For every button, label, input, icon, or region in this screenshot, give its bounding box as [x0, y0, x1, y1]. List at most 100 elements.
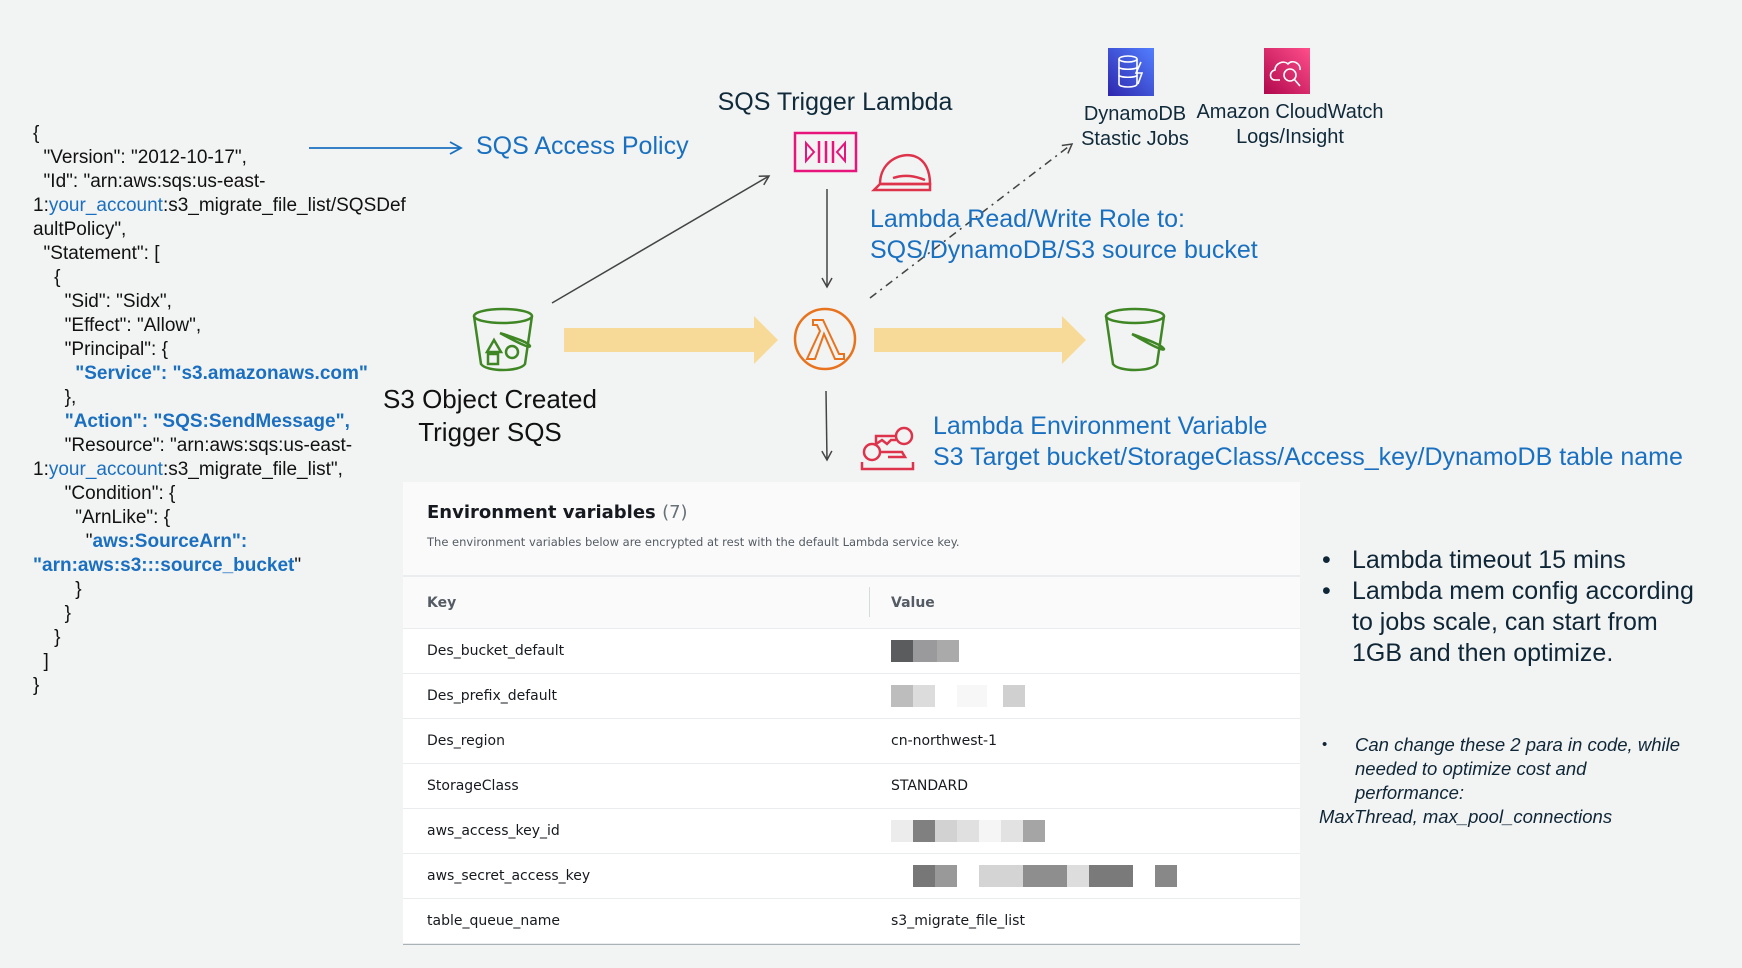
iam-role-helmet-icon	[870, 153, 932, 192]
policy-text: :s3_migrate_file_list/SQSDef	[162, 195, 406, 216]
keys-icon	[860, 426, 915, 471]
bullet-text: Lambda timeout 15 mins	[1352, 545, 1626, 576]
column-header-key[interactable]: Key	[427, 594, 457, 611]
note-line: needed to optimize cost and	[1355, 758, 1587, 779]
policy-line: }	[33, 578, 406, 602]
redaction-block	[913, 640, 937, 662]
policy-line: {	[33, 122, 406, 146]
sqs-access-policy-json: { "Version": "2012-10-17", "Id": "arn:aw…	[33, 122, 406, 698]
table-row: aws_secret_access_key	[403, 854, 1300, 899]
panel-header: Environment variables (7) The environmen…	[403, 482, 1300, 577]
bullet-dot: •	[1322, 577, 1331, 605]
panel-title-text: Environment variables	[427, 502, 656, 523]
bullet-dot: •	[1322, 736, 1328, 753]
variable-value: cn-northwest-1	[891, 733, 997, 749]
redacted-value	[891, 865, 1191, 887]
policy-text: }	[33, 579, 82, 600]
bullet-item: •Lambda timeout 15 mins	[1322, 545, 1694, 576]
policy-text: :s3_migrate_file_list",	[162, 459, 343, 480]
policy-line: "Effect": "Allow",	[33, 314, 406, 338]
redaction-block	[935, 820, 957, 842]
variable-value: s3_migrate_file_list	[891, 913, 1025, 929]
s3-source-bucket-icon	[472, 307, 534, 372]
sqs-trigger-lambda-label: SQS Trigger Lambda	[717, 88, 953, 116]
note-line: Can change these 2 para in code, while	[1355, 734, 1680, 755]
variable-key: aws_secret_access_key	[427, 868, 591, 884]
bullet-line: Lambda timeout 15 mins	[1352, 546, 1626, 574]
policy-line: "Statement": [	[33, 242, 406, 266]
policy-line: ]	[33, 650, 406, 674]
policy-text: {	[33, 267, 61, 288]
dynamodb-label-line1: DynamoDB	[1083, 103, 1187, 125]
policy-line: "Sid": "Sidx",	[33, 290, 406, 314]
policy-text: "Statement": [	[33, 243, 160, 264]
cloudwatch-label-line1: Amazon CloudWatch	[1196, 101, 1384, 123]
redacted-value	[891, 685, 1191, 707]
policy-text: "Resource": "arn:aws:sqs:us-east-	[33, 435, 353, 456]
policy-line: "Condition": {	[33, 482, 406, 506]
tuning-note-params: MaxThread, max_pool_connections	[1319, 806, 1613, 827]
env-variable-label: Lambda Environment Variable S3 Target bu…	[933, 411, 1683, 473]
env-variable-label-line2: S3 Target bucket/StorageClass/Access_key…	[933, 443, 1683, 471]
table-header: Key Value	[403, 577, 1300, 629]
redaction-block	[937, 640, 959, 662]
role-label: Lambda Read/Write Role to: SQS/DynamoDB/…	[870, 204, 1258, 266]
dynamodb-icon	[1108, 48, 1154, 96]
lambda-to-env-arrow	[821, 390, 833, 462]
bullet-line: 1GB and then optimize.	[1352, 639, 1614, 667]
policy-highlight: aws:SourceArn":	[92, 531, 248, 552]
lambda-icon	[793, 307, 857, 371]
policy-text: ]	[33, 651, 49, 672]
dynamodb-label-line2: Stastic Jobs	[1081, 128, 1189, 150]
role-label-line2: SQS/DynamoDB/S3 source bucket	[870, 236, 1258, 264]
variable-key: aws_access_key_id	[427, 823, 560, 839]
policy-text: aultPolicy",	[33, 219, 127, 240]
s3-to-sqs-arrow	[551, 175, 771, 304]
policy-text: "Version": "2012-10-17",	[33, 147, 247, 168]
variable-key: Des_bucket_default	[427, 643, 565, 659]
column-header-value[interactable]: Value	[891, 594, 935, 611]
bullet-line: Lambda mem config according	[1352, 577, 1694, 605]
policy-text: "Sid": "Sidx",	[33, 291, 172, 312]
redaction-block	[1003, 685, 1025, 707]
s3-trigger-label-line1: S3 Object Created	[383, 384, 597, 414]
policy-text: "Principal": {	[33, 339, 168, 360]
note-line: performance:	[1355, 782, 1464, 803]
policy-line: aultPolicy",	[33, 218, 406, 242]
cloudwatch-icon	[1264, 48, 1310, 94]
lambda-to-dynamodb-arrow	[869, 143, 1074, 299]
policy-highlight: "arn:aws:s3:::source_bucket	[33, 555, 295, 576]
policy-text: {	[33, 123, 40, 144]
policy-text: }	[33, 627, 61, 648]
env-variable-label-line1: Lambda Environment Variable	[933, 412, 1268, 440]
table-row: Des_bucket_default	[403, 629, 1300, 674]
policy-text: "Id": "arn:aws:sqs:us-east-	[33, 171, 266, 192]
policy-line: "Action": "SQS:SendMessage",	[33, 410, 406, 434]
redaction-block	[913, 820, 935, 842]
redaction-block	[1023, 865, 1067, 887]
table-row: aws_access_key_id	[403, 809, 1300, 854]
policy-text: }	[33, 603, 72, 624]
policy-text: 1:	[33, 195, 49, 216]
policy-line: "Resource": "arn:aws:sqs:us-east-	[33, 434, 406, 458]
lambda-config-notes: •Lambda timeout 15 mins• Lambda mem confi…	[1322, 545, 1694, 669]
policy-line: },	[33, 386, 406, 410]
lambda-to-target-flow-arrow	[874, 316, 1086, 364]
policy-line: "aws:SourceArn":	[33, 530, 406, 554]
redaction-block	[979, 820, 1001, 842]
redaction-block	[957, 685, 987, 707]
policy-text: "Effect": "Allow",	[33, 315, 202, 336]
policy-line: {	[33, 266, 406, 290]
redaction-block	[1089, 865, 1133, 887]
cloudwatch-label-line2: Logs/Insight	[1236, 126, 1344, 148]
policy-text: "	[33, 531, 93, 552]
sqs-access-policy-label: SQS Access Policy	[476, 132, 689, 160]
redaction-block	[913, 685, 935, 707]
tuning-note: • Can change these 2 para in code, while…	[1319, 733, 1680, 829]
